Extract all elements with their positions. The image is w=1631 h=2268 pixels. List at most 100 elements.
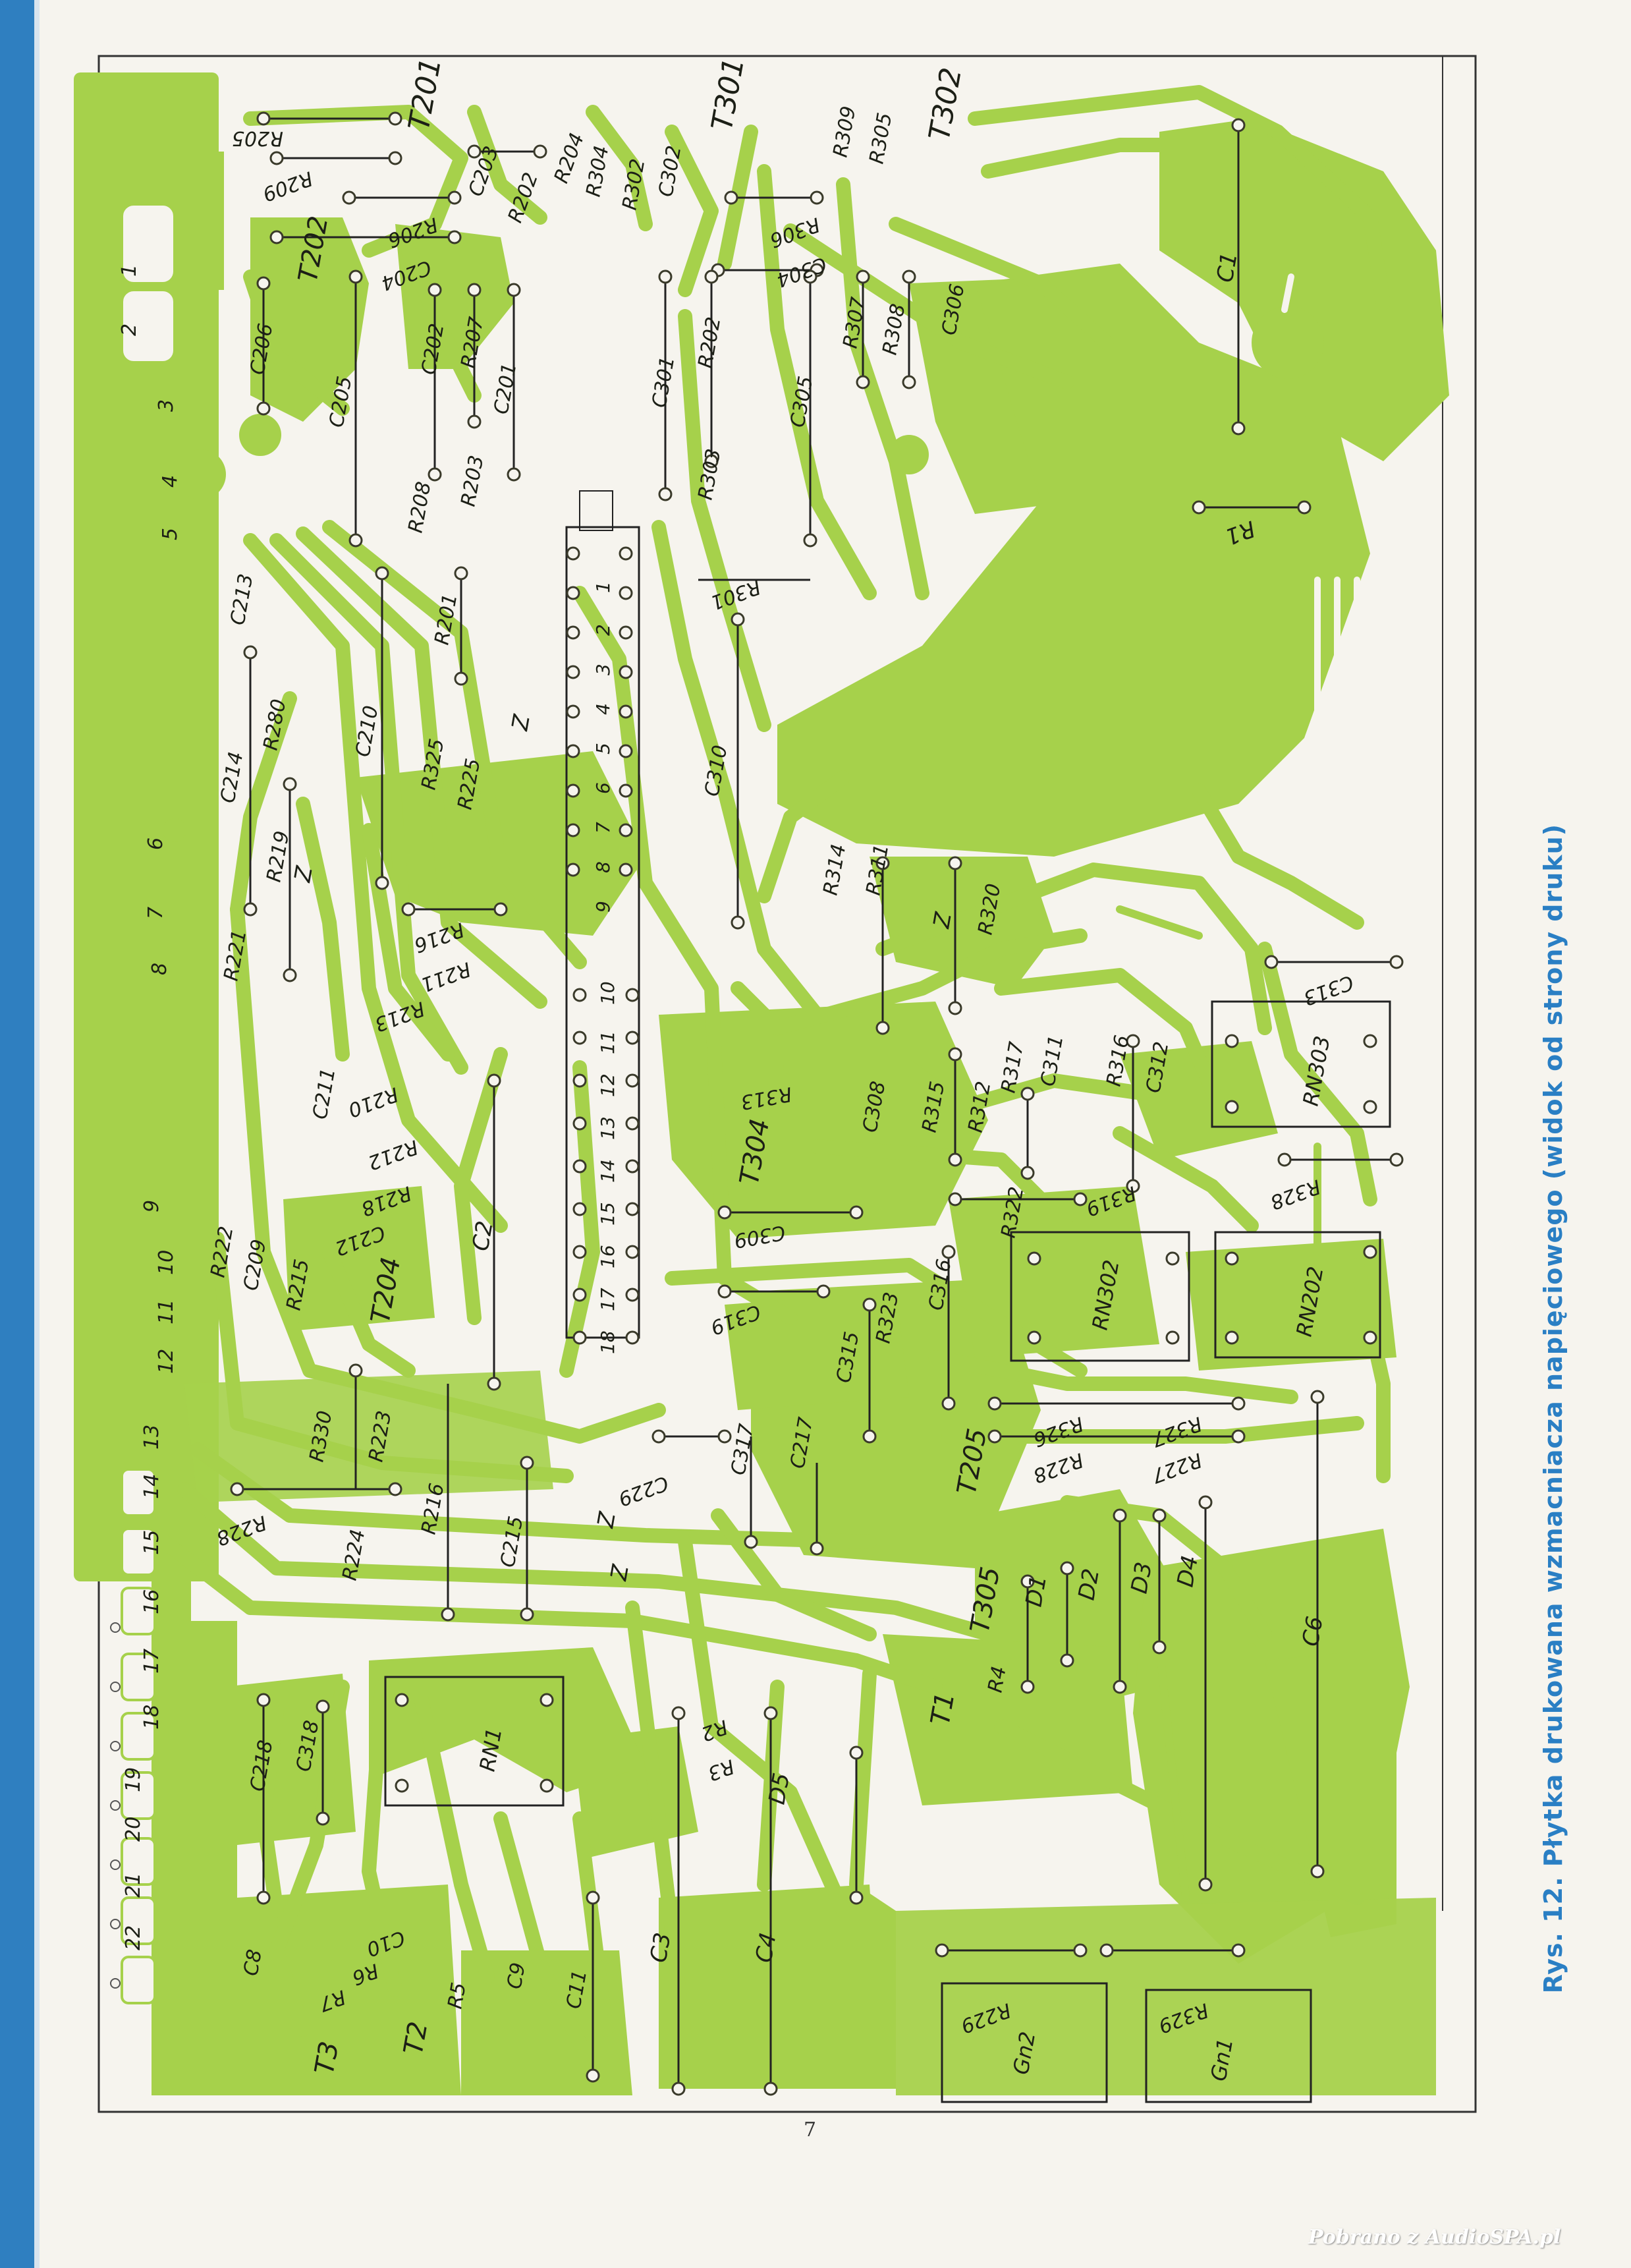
- label-c317: C317: [727, 1422, 758, 1477]
- label-r205: R205: [232, 127, 283, 150]
- label-r228b: R228: [1030, 1448, 1086, 1487]
- label-c214: C214: [216, 750, 248, 805]
- thin-traces: [1116, 905, 1321, 1902]
- pin-18: 18: [140, 1705, 163, 1730]
- label-c304: C304: [773, 252, 829, 291]
- label-d1: D1: [1020, 1573, 1052, 1609]
- ic-pin-4: 4: [592, 703, 614, 715]
- watermark: Pobrano z AudioSPA.pl: [1308, 2226, 1561, 2249]
- ic-pin-15: 15: [597, 1202, 619, 1226]
- label-t2: T2: [399, 2020, 434, 2057]
- pin-5: 5: [159, 528, 182, 540]
- ic-pin-9: 9: [592, 901, 614, 913]
- label-c6: C6: [1297, 1614, 1328, 1649]
- pin-9: 9: [140, 1200, 163, 1212]
- label-c2: C2: [467, 1219, 498, 1253]
- label-r209: R209: [260, 166, 316, 206]
- label-c302: C302: [654, 144, 686, 198]
- label-d2: D2: [1073, 1567, 1105, 1602]
- pin-6: 6: [144, 837, 167, 850]
- label-t201: T201: [402, 55, 448, 133]
- label-c213: C213: [226, 572, 258, 627]
- page-number: 7: [804, 2118, 817, 2141]
- label-c313: C313: [1300, 970, 1356, 1009]
- copper-traces: [157, 85, 1391, 2050]
- label-r210: R210: [345, 1082, 401, 1121]
- label-r326: R326: [1030, 1411, 1086, 1451]
- label-c8: C8: [239, 1948, 266, 1978]
- ic-pin-14: 14: [597, 1159, 619, 1183]
- label-t3: T3: [310, 2039, 345, 2077]
- label-r4: R4: [983, 1664, 1010, 1694]
- blue-page-edge: [0, 0, 34, 2268]
- pin-10: 10: [155, 1250, 178, 1275]
- pin-8: 8: [148, 963, 171, 975]
- isolation-gaps: [1281, 273, 1380, 754]
- label-r5: R5: [443, 1981, 470, 2010]
- label-r203: R203: [456, 453, 488, 508]
- label-c201: C201: [489, 361, 521, 416]
- label-r211: R211: [418, 957, 474, 996]
- copper-layer: [74, 72, 1449, 2095]
- component-outlines: [384, 1000, 1391, 2103]
- label-r307: R307: [839, 295, 870, 350]
- ic-pin-11: 11: [597, 1031, 619, 1054]
- pin-17: 17: [140, 1649, 163, 1674]
- pin-15: 15: [140, 1530, 163, 1555]
- pin-21: 21: [122, 1873, 145, 1898]
- label-r308: R308: [878, 302, 910, 356]
- label-t301: T301: [705, 55, 751, 133]
- ic-pin-18: 18: [597, 1330, 619, 1354]
- ic-pin-10: 10: [597, 981, 619, 1005]
- ic-pin-3: 3: [592, 664, 614, 675]
- label-r227: R227: [1149, 1448, 1205, 1487]
- label-c301: C301: [648, 354, 679, 409]
- label-t1: T1: [926, 1690, 961, 1728]
- pin-11: 11: [155, 1299, 178, 1324]
- label-c211: C211: [308, 1066, 340, 1121]
- label-d4: D4: [1172, 1554, 1203, 1589]
- pin-4: 4: [159, 475, 182, 488]
- label-r212: R212: [365, 1135, 421, 1174]
- label-r305: R305: [865, 111, 897, 165]
- label-r208: R208: [404, 480, 435, 534]
- ic-pin-5: 5: [592, 743, 614, 754]
- label-c229: C229: [615, 1471, 671, 1510]
- label-r309: R309: [829, 104, 860, 159]
- ic-pin-2: 2: [592, 624, 614, 636]
- label-r202b: R202: [694, 315, 725, 370]
- pin-16: 16: [140, 1589, 163, 1614]
- pin-19: 19: [122, 1767, 145, 1792]
- label-z1: Z: [507, 712, 536, 733]
- label-d5: D5: [763, 1771, 795, 1807]
- pin-3: 3: [155, 399, 178, 412]
- pin-22: 22: [122, 1925, 145, 1950]
- pin-7: 7: [144, 907, 167, 919]
- label-r327: R327: [1149, 1411, 1205, 1451]
- ic-pin-13: 13: [597, 1116, 619, 1140]
- ic-pin-17: 17: [597, 1288, 619, 1311]
- label-r316: R316: [1102, 1033, 1134, 1088]
- figure-caption: Rys. 12. Płytka drukowana wzmacniacza na…: [1539, 824, 1568, 1994]
- ic-pin-12: 12: [597, 1073, 619, 1097]
- edge-connector: 1 2 3 4 5 6 7 8 9 10 11 12 13 14 15 16 1…: [110, 203, 182, 2004]
- label-c4: C4: [750, 1931, 781, 1965]
- solder-pads: [230, 111, 1404, 2096]
- label-r3: R3: [705, 1754, 737, 1785]
- label-c209: C209: [239, 1237, 271, 1292]
- label-d3: D3: [1126, 1560, 1157, 1596]
- label-t302: T302: [923, 65, 968, 143]
- pin-13: 13: [140, 1425, 163, 1450]
- ic-pin-6: 6: [592, 782, 614, 794]
- pin-2: 2: [118, 324, 141, 336]
- pin-14: 14: [140, 1474, 163, 1499]
- ic-pin-7: 7: [592, 822, 614, 834]
- label-r216a: R216: [411, 917, 467, 957]
- ic-footprint: 1 2 3 4 5 6 7 8 9 10 11 12 13 14 15 16 1…: [565, 490, 640, 1354]
- pin-1: 1: [118, 264, 141, 277]
- label-r304: R304: [582, 144, 613, 198]
- label-c3: C3: [645, 1931, 676, 1965]
- label-r280: R280: [259, 697, 290, 752]
- label-r314: R314: [819, 842, 850, 897]
